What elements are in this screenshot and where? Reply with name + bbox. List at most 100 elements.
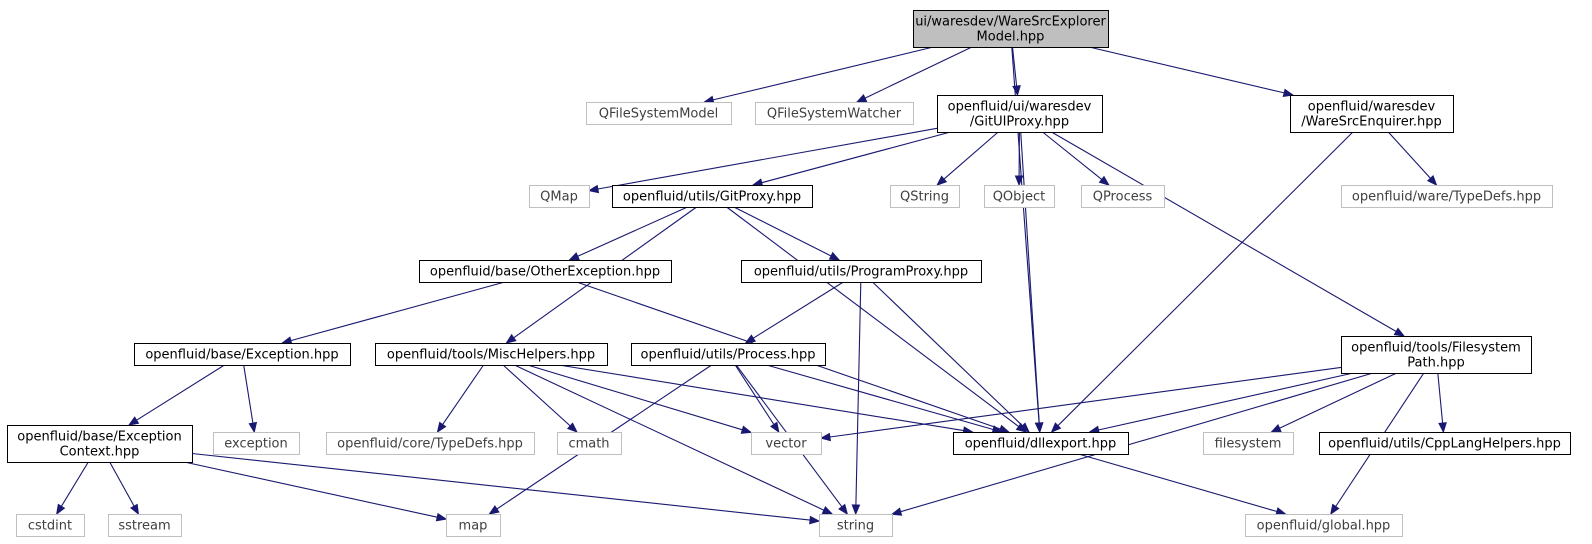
edge-progproxy-to-dllexport: [872, 281, 1030, 433]
node-box: [1203, 432, 1294, 455]
node-box: [1319, 432, 1571, 455]
node-qobject: QObject: [984, 185, 1055, 208]
node-box: [937, 95, 1103, 133]
node-label: QMap: [540, 190, 578, 205]
node-label: openfluid/base/OtherException.hpp: [430, 265, 660, 280]
node-box: [890, 185, 960, 208]
node-gitproxy[interactable]: openfluid/utils/GitProxy.hpp: [612, 185, 813, 208]
node-cpplang[interactable]: openfluid/utils/CppLangHelpers.hpp: [1319, 432, 1571, 455]
edge-process-to-vector: [734, 364, 780, 434]
edge-root-to-qfsw: [855, 46, 973, 103]
node-qfsm: QFileSystemModel: [586, 102, 732, 125]
node-qmap: QMap: [529, 185, 590, 208]
edge-otherexc-to-exception: [280, 281, 505, 345]
edge-exccontext-to-map: [184, 461, 448, 522]
node-box: [751, 432, 822, 455]
node-label: openfluid/base/Exception: [17, 430, 181, 445]
edge-fspath-to-string: [890, 372, 1374, 516]
node-label: openfluid/global.hpp: [1257, 519, 1391, 534]
node-box: [953, 432, 1129, 455]
edge-mischelpers-to-cmath: [502, 364, 578, 433]
node-mischelpers[interactable]: openfluid/tools/MiscHelpers.hpp: [375, 343, 608, 366]
node-box: [631, 343, 826, 366]
edge-gituiproxy-to-qprocess: [1042, 131, 1110, 186]
edge-root-to-wareenq: [1088, 46, 1295, 98]
node-label: QFileSystemWatcher: [767, 107, 902, 122]
node-process[interactable]: openfluid/utils/Process.hpp: [631, 343, 826, 366]
node-filesystem: filesystem: [1203, 432, 1294, 455]
node-label: cmath: [568, 437, 609, 452]
node-label: openfluid/utils/ProgramProxy.hpp: [754, 265, 968, 280]
edge-exccontext-to-cstdint: [56, 461, 89, 516]
node-box: [419, 260, 672, 283]
node-box: [326, 432, 535, 455]
node-gituiproxy[interactable]: openfluid/ui/waresdev/GitUIProxy.hpp: [937, 95, 1103, 133]
node-stdexception: exception: [213, 432, 300, 455]
edge-root-to-qfsm: [702, 46, 934, 105]
edge-fspath-to-dllexport: [1088, 372, 1354, 435]
node-label: openfluid/ware/TypeDefs.hpp: [1352, 190, 1541, 205]
edge-mischelpers-to-string: [514, 364, 834, 515]
node-label: QProcess: [1093, 190, 1153, 205]
node-label: QFileSystemModel: [599, 107, 719, 122]
node-label: openfluid/utils/GitProxy.hpp: [623, 190, 801, 205]
node-cstdint: cstdint: [16, 514, 85, 537]
node-label: string: [837, 519, 874, 534]
node-global: openfluid/global.hpp: [1245, 514, 1403, 537]
node-box: [557, 432, 622, 455]
node-box: [819, 514, 893, 537]
node-box: [586, 102, 732, 125]
node-exception[interactable]: openfluid/base/Exception.hpp: [134, 343, 351, 366]
node-box: [1245, 514, 1403, 537]
edge-exception-to-stdexception: [243, 364, 258, 434]
node-string: string: [819, 514, 893, 537]
node-map: map: [446, 514, 501, 537]
node-dllexport[interactable]: openfluid/dllexport.hpp: [953, 432, 1129, 455]
node-box: [446, 514, 501, 537]
node-box: [16, 514, 85, 537]
node-label: openfluid/utils/Process.hpp: [640, 348, 815, 363]
node-box: [108, 514, 182, 537]
node-label: filesystem: [1215, 437, 1282, 452]
edge-progproxy-to-process: [744, 281, 844, 344]
node-label: vector: [765, 437, 807, 452]
node-label: openfluid/dllexport.hpp: [965, 437, 1117, 452]
node-waretypedefs: openfluid/ware/TypeDefs.hpp: [1341, 185, 1553, 208]
node-label: openfluid/core/TypeDefs.hpp: [337, 437, 523, 452]
node-box: [134, 343, 351, 366]
node-box: [913, 10, 1109, 48]
node-qfsw: QFileSystemWatcher: [755, 102, 914, 125]
node-label: QObject: [993, 190, 1046, 205]
node-qstring: QString: [890, 185, 960, 208]
node-label: openfluid/utils/CppLangHelpers.hpp: [1328, 437, 1561, 452]
node-box: [1081, 185, 1165, 208]
edge-gituiproxy-to-qstring: [936, 131, 999, 186]
edge-gitproxy-to-otherexc: [568, 206, 688, 261]
node-label: sstream: [118, 519, 170, 534]
edge-fspath-to-cpplang: [1437, 372, 1447, 434]
node-wareenq[interactable]: openfluid/waresdev/WareSrcEnquirer.hpp: [1290, 95, 1454, 133]
edge-fspath-to-filesystem: [1270, 372, 1397, 433]
node-label: Context.hpp: [60, 445, 140, 460]
edge-mischelpers-to-vector: [527, 364, 753, 434]
node-box: [7, 425, 193, 463]
node-box: [741, 260, 982, 283]
nodes-layer: ui/waresdev/WareSrcExplorerModel.hppQFil…: [7, 10, 1571, 537]
node-label: openfluid/base/Exception.hpp: [145, 348, 338, 363]
node-label: Path.hpp: [1407, 356, 1464, 371]
node-qprocess: QProcess: [1081, 185, 1165, 208]
node-label: /GitUIProxy.hpp: [970, 115, 1069, 130]
edge-exccontext-to-string: [191, 452, 821, 525]
edge-gitproxy-to-progproxy: [733, 206, 841, 261]
node-box: [612, 185, 813, 208]
node-otherexc[interactable]: openfluid/base/OtherException.hpp: [419, 260, 672, 283]
node-box: [984, 185, 1055, 208]
node-vector: vector: [751, 432, 822, 455]
node-progproxy[interactable]: openfluid/utils/ProgramProxy.hpp: [741, 260, 982, 283]
node-box: [1290, 95, 1454, 133]
edge-wareenq-to-waretypedefs: [1387, 131, 1438, 186]
